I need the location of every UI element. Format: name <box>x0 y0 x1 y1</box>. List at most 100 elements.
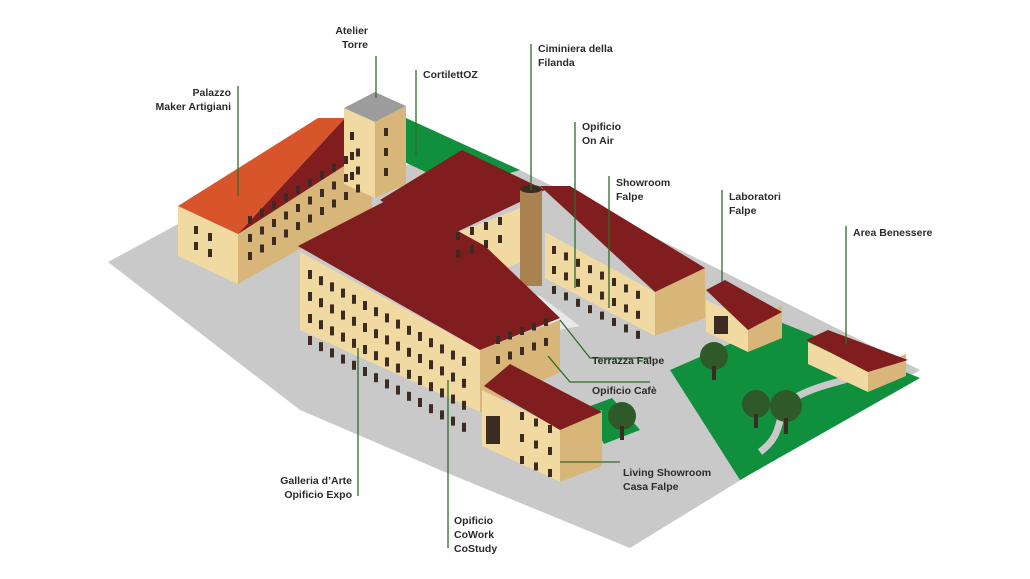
window <box>330 282 334 292</box>
window <box>374 373 378 383</box>
svg-text:Ciminiera della: Ciminiera della <box>538 43 613 55</box>
window <box>418 376 422 385</box>
window <box>496 356 500 364</box>
window <box>344 156 348 164</box>
building-area-benessere <box>806 330 908 392</box>
window <box>532 342 536 351</box>
window <box>600 271 604 280</box>
window <box>248 234 252 242</box>
window <box>508 331 512 340</box>
window <box>319 320 323 330</box>
window <box>384 168 388 176</box>
label-terrazza-falpe: Terrazza Falpe <box>592 355 664 367</box>
window <box>520 347 524 355</box>
svg-text:Palazzo: Palazzo <box>192 87 231 99</box>
window <box>534 440 538 449</box>
svg-text:Falpe: Falpe <box>729 205 757 217</box>
window <box>272 201 276 209</box>
window <box>248 252 252 260</box>
window <box>194 242 198 250</box>
window <box>429 382 433 392</box>
window <box>576 298 580 307</box>
window <box>374 351 378 361</box>
window <box>320 189 324 197</box>
window <box>456 250 460 258</box>
window <box>544 338 548 346</box>
window <box>456 232 460 240</box>
window <box>588 285 592 294</box>
window <box>296 204 300 212</box>
window <box>363 345 367 354</box>
window <box>308 196 312 205</box>
window <box>552 266 556 274</box>
window <box>352 316 356 326</box>
window <box>484 240 488 248</box>
window <box>576 258 580 267</box>
svg-text:Opificio Expo: Opificio Expo <box>284 489 352 501</box>
window <box>548 425 552 433</box>
svg-text:Opificio: Opificio <box>454 515 493 527</box>
trees <box>608 342 802 440</box>
window <box>548 469 552 477</box>
window <box>284 193 288 202</box>
window <box>385 335 389 345</box>
building-atelier-torre <box>344 92 406 198</box>
label-laboratori-falpe: Laboratori Falpe <box>729 191 781 217</box>
window <box>496 336 500 344</box>
window <box>407 325 411 335</box>
label-atelier-torre: Atelier Torre <box>335 25 368 51</box>
window <box>385 357 389 367</box>
window <box>508 351 512 360</box>
window <box>451 372 455 382</box>
window <box>520 327 524 335</box>
window <box>624 284 628 293</box>
window <box>588 265 592 274</box>
window <box>396 319 400 329</box>
window <box>308 270 312 279</box>
window <box>440 410 444 420</box>
window <box>534 462 538 471</box>
window <box>396 385 400 395</box>
svg-text:Laboratori: Laboratori <box>729 191 781 203</box>
window <box>384 128 388 136</box>
window <box>462 422 466 432</box>
leader-lines <box>237 44 847 548</box>
chimney-ciminiera <box>520 185 542 286</box>
window <box>520 434 524 442</box>
window <box>308 178 312 187</box>
svg-text:Showroom: Showroom <box>616 177 670 189</box>
window <box>612 278 616 286</box>
window <box>418 332 422 341</box>
window <box>636 290 640 299</box>
window <box>564 252 568 261</box>
window <box>208 233 212 241</box>
window <box>451 394 455 404</box>
window <box>534 418 538 427</box>
svg-text:Falpe: Falpe <box>616 191 644 203</box>
window <box>260 208 264 217</box>
window <box>363 301 367 310</box>
window <box>344 174 348 182</box>
window <box>284 211 288 220</box>
window <box>352 294 356 304</box>
window <box>341 310 345 320</box>
window <box>520 456 524 464</box>
label-area-benessere: Area Benessere <box>853 227 933 239</box>
window <box>308 292 312 301</box>
window <box>344 192 348 200</box>
garden-path <box>757 374 852 455</box>
window <box>498 217 502 225</box>
window <box>429 360 433 370</box>
window <box>564 292 568 301</box>
window <box>544 318 548 326</box>
label-cortilettoz: CortilettOZ <box>423 69 478 81</box>
label-showroom-falpe: Showroom Falpe <box>616 177 670 203</box>
svg-text:Torre: Torre <box>342 39 368 51</box>
window <box>612 298 616 306</box>
window <box>308 314 312 323</box>
window <box>332 163 336 172</box>
window <box>396 341 400 351</box>
window <box>588 305 592 314</box>
window <box>498 235 502 243</box>
window <box>272 237 276 245</box>
